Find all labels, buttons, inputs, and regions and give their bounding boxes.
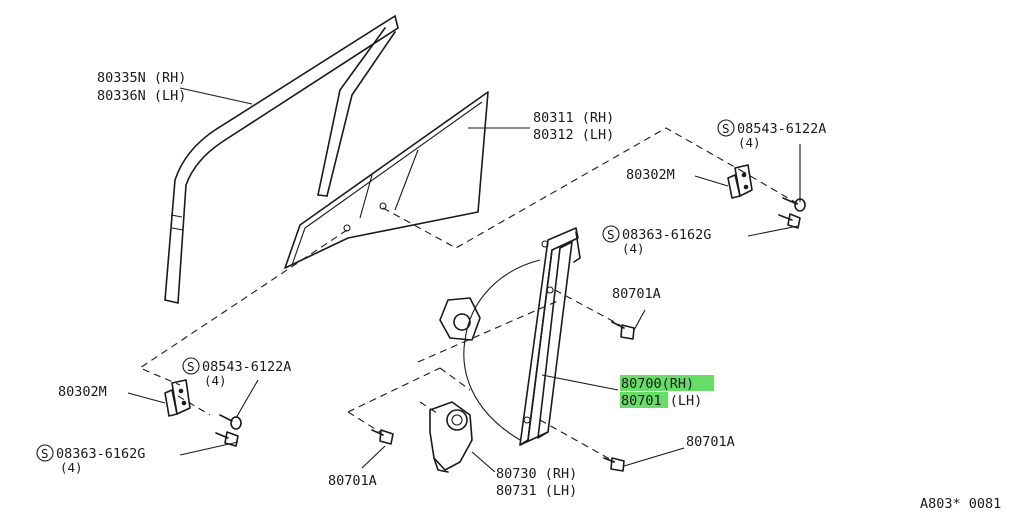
bolt-left	[215, 431, 239, 447]
label-bolt-top-qty: (4)	[622, 241, 645, 256]
s-mark-left-screw: S	[182, 357, 200, 375]
label-bracket-left: 80302M	[58, 384, 107, 400]
door-outline-dashed	[138, 127, 801, 463]
screw-left	[219, 414, 242, 430]
regulator-motor	[429, 401, 473, 473]
bracket-top	[727, 164, 753, 199]
label-glass-lh: 80312 (LH)	[533, 127, 614, 143]
label-motor-rh: 80730 (RH)	[496, 466, 577, 482]
label-screw-left-qty: (4)	[204, 373, 227, 388]
s-mark-text: S	[41, 446, 49, 461]
bolt-a2	[371, 429, 394, 445]
s-mark-left-bolt: S	[36, 444, 54, 462]
bolt-a1	[611, 321, 635, 340]
highlight-rh	[620, 375, 714, 391]
window-regulator	[439, 227, 581, 446]
leader-lines	[127, 87, 801, 473]
label-diagram-id: A803* 0081	[920, 496, 1001, 512]
s-mark-text: S	[607, 227, 615, 242]
label-bolt-a3: 80701A	[686, 434, 735, 450]
s-mark-top-screw: S	[717, 119, 735, 137]
s-mark-top-bolt: S	[602, 225, 620, 243]
label-bolt-a2: 80701A	[328, 473, 377, 489]
label-bolt-left-qty: (4)	[60, 460, 83, 475]
door-glass	[284, 91, 489, 269]
label-reg-rh: 80700(RH)	[621, 376, 694, 392]
window-sash-channel	[164, 15, 399, 304]
label-reg-lh: 80701 (LH)	[621, 393, 702, 409]
label-glass-rh: 80311 (RH)	[533, 110, 614, 126]
label-screw-top-qty: (4)	[738, 135, 761, 150]
label-bolt-a1: 80701A	[612, 286, 661, 302]
s-mark-text: S	[722, 121, 730, 136]
bolt-top	[778, 213, 801, 229]
label-bracket-top: 80302M	[626, 167, 675, 183]
bolt-a3	[603, 457, 625, 472]
s-mark-text: S	[187, 359, 195, 374]
label-sash-lh: 80336N (LH)	[97, 88, 186, 104]
label-bolt-left-code: 08363-6162G	[56, 446, 145, 462]
label-screw-left-code: 08543-6122A	[202, 359, 291, 375]
label-sash-rh: 80335N (RH)	[97, 70, 186, 86]
bracket-left	[164, 379, 191, 417]
screw-top	[782, 197, 806, 212]
label-motor-lh: 80731 (LH)	[496, 483, 577, 499]
highlight-lh	[620, 392, 668, 408]
label-bolt-top-code: 08363-6162G	[622, 227, 711, 243]
label-screw-top-code: 08543-6122A	[737, 121, 826, 137]
